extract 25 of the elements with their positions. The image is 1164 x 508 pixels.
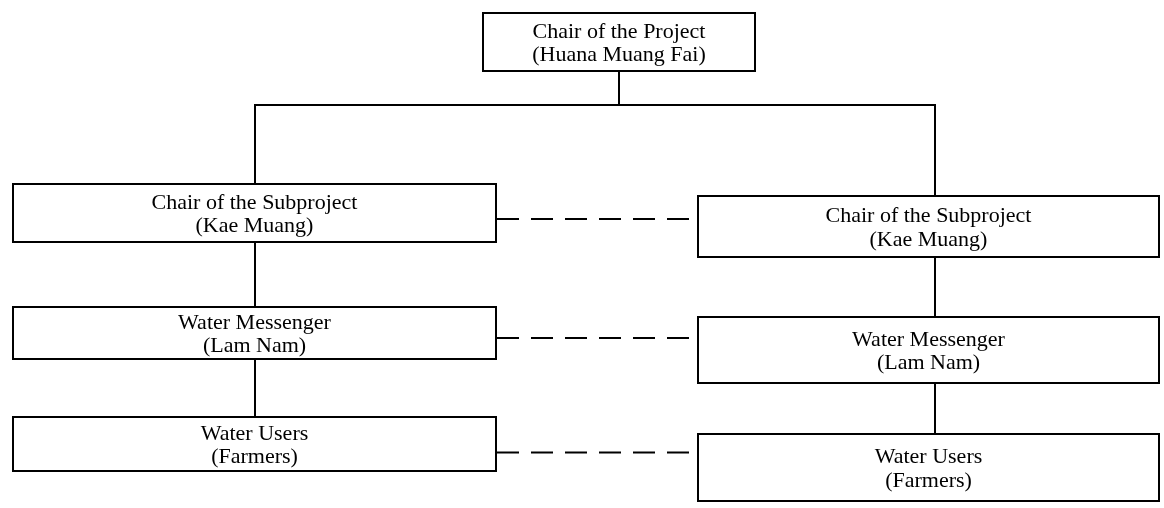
role-title: Water Messenger bbox=[178, 309, 331, 333]
role-box bbox=[697, 316, 1160, 384]
role-title: Chair of the Project bbox=[532, 18, 706, 42]
role-title: Chair of the Subproject bbox=[825, 203, 1032, 227]
role-name: (Lam Nam) bbox=[202, 333, 307, 357]
role-name: (Kae Muang) bbox=[869, 226, 988, 250]
role-title: Chair of the Subproject bbox=[151, 189, 358, 213]
connector-line bbox=[254, 359, 256, 417]
role-name: (Lam Nam) bbox=[876, 350, 981, 374]
role-title: Water Users bbox=[874, 444, 983, 468]
role-name: (Farmers) bbox=[885, 467, 972, 491]
role-name: (Farmers) bbox=[211, 444, 298, 468]
connector-line bbox=[934, 383, 936, 434]
role-box bbox=[697, 433, 1160, 502]
role-name: (Kae Muang) bbox=[195, 213, 314, 237]
role-box bbox=[12, 183, 497, 243]
connector-line bbox=[934, 257, 936, 317]
role-box bbox=[697, 195, 1160, 258]
role-box bbox=[12, 306, 497, 360]
role-box bbox=[482, 12, 756, 72]
role-title: Water Messenger bbox=[852, 326, 1005, 350]
role-box bbox=[12, 416, 497, 472]
role-name: (Huana Muang Fai) bbox=[532, 42, 706, 66]
connector-line bbox=[254, 242, 256, 307]
role-title: Water Users bbox=[200, 420, 309, 444]
